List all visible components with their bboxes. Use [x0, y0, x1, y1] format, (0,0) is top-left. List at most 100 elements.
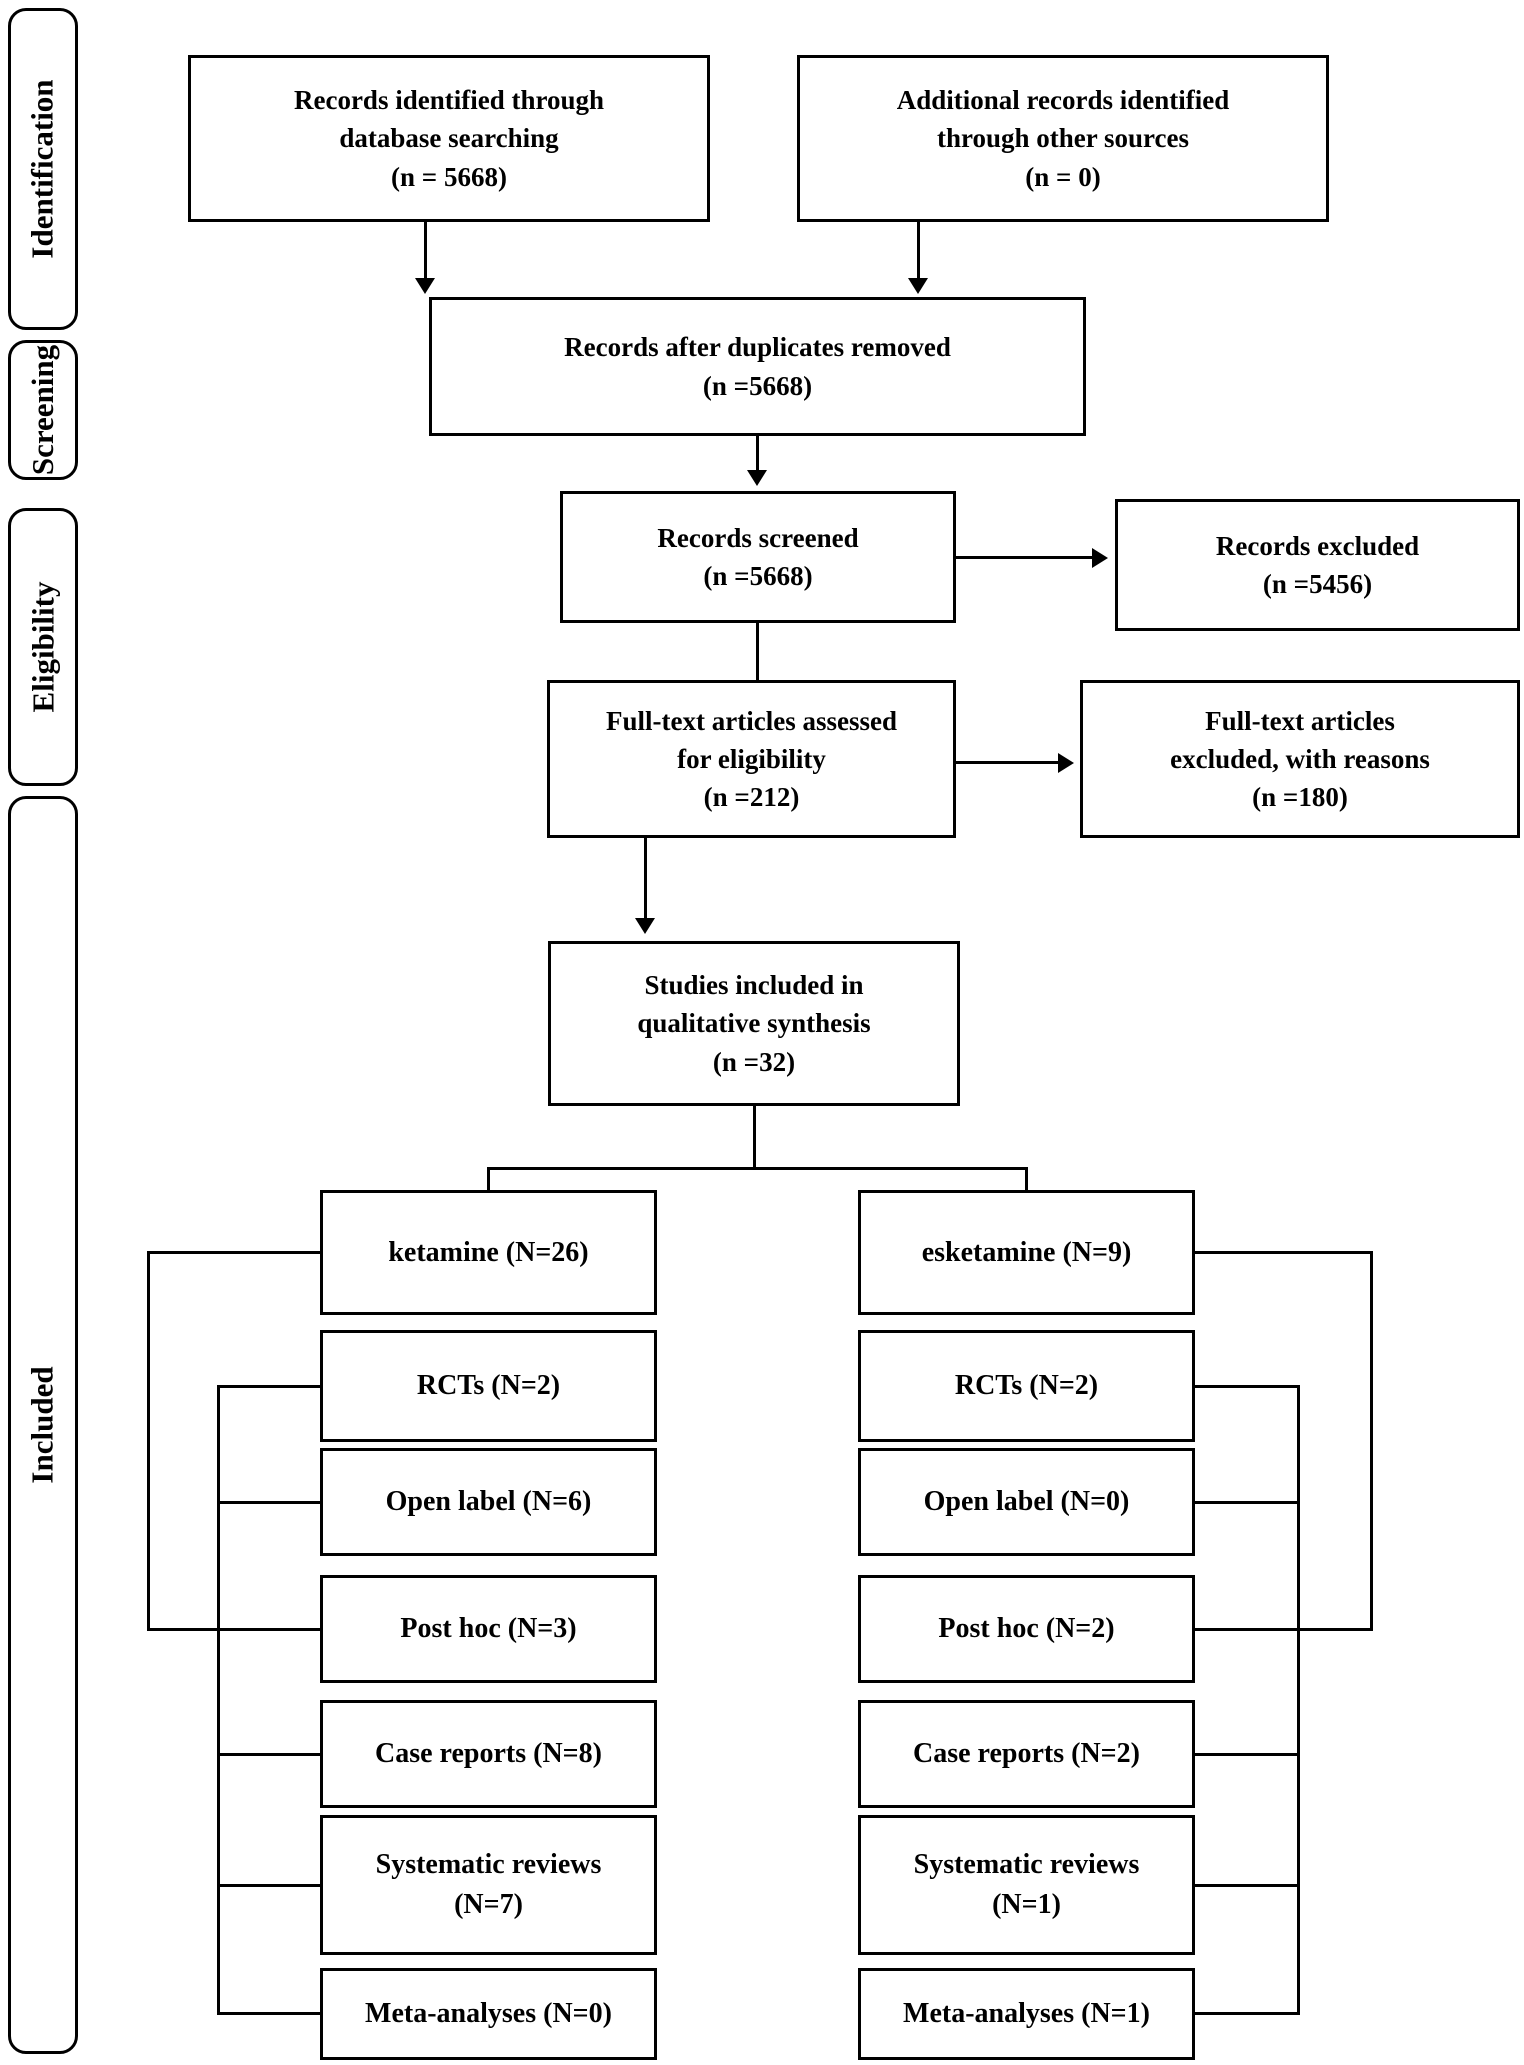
box-text-line: (n =5668): [703, 561, 813, 591]
box-esketamine-rcts: RCTs (N=2): [858, 1330, 1195, 1442]
arrowhead-fulltext-to-excluded: [1058, 753, 1074, 773]
box-text-line: Full-text articles: [1205, 705, 1395, 736]
box-text-line: Systematic reviews: [375, 1849, 602, 1881]
connector-right-inner-rcts: [1195, 1385, 1300, 1388]
box-text-line: (n =32): [712, 1046, 796, 1077]
connector-studies-split-stem: [753, 1106, 756, 1170]
box-text-line: Post hoc (N=3): [400, 1613, 577, 1645]
connector-right-outer-bottom: [1195, 1628, 1373, 1631]
box-text-line: (n = 5668): [391, 161, 507, 192]
box-records-screened: Records screened (n =5668): [560, 491, 956, 623]
box-text-line: Records excluded: [1215, 530, 1420, 561]
box-ketamine-open-label: Open label (N=6): [320, 1448, 657, 1556]
connector-fulltext-to-excluded: [956, 761, 1060, 764]
connector-fulltext-to-studies: [644, 838, 647, 920]
connector-right-inner-vertical: [1297, 1385, 1300, 2015]
connector-right-inner-systematic: [1195, 1884, 1300, 1887]
box-text-line: Full-text articles assessed: [606, 705, 897, 736]
connector-studies-split-bar: [487, 1167, 1028, 1170]
box-text-line: RCTs (N=2): [954, 1370, 1099, 1402]
box-fulltext-excluded: Full-text articles excluded, with reason…: [1080, 680, 1520, 838]
connector-right-inner-meta: [1195, 2012, 1300, 2015]
box-ketamine-rcts: RCTs (N=2): [320, 1330, 657, 1442]
box-studies-included: Studies included in qualitative synthesi…: [548, 941, 960, 1106]
box-duplicates-removed: Records after duplicates removed (n =566…: [429, 297, 1086, 436]
stage-label-identification: Identification: [25, 79, 60, 259]
arrowhead-screened-to-excluded: [1092, 548, 1108, 568]
connector-right-inner-case-reports: [1195, 1753, 1300, 1756]
stage-label-screening: Screening: [25, 344, 60, 476]
connector-left-inner-meta: [217, 2012, 320, 2015]
connector-left-inner-vertical: [217, 1385, 220, 2015]
connector-screened-to-fulltext: [756, 623, 759, 680]
box-text-line: Meta-analyses (N=0): [365, 1998, 612, 2030]
connector-identified-to-duplicates: [424, 222, 427, 280]
connector-left-inner-open-label: [217, 1501, 320, 1504]
box-text-line: Systematic reviews: [913, 1849, 1140, 1881]
arrowhead-identified-to-duplicates: [415, 278, 435, 294]
connector-right-inner-open-label: [1195, 1501, 1300, 1504]
box-text-line: Open label (N=0): [923, 1486, 1130, 1518]
box-text-line: (N=1): [992, 1889, 1061, 1920]
box-text-line: Case reports (N=8): [375, 1738, 602, 1770]
box-text-line: through other sources: [936, 123, 1190, 154]
box-text-line: RCTs (N=2): [416, 1370, 561, 1402]
box-text-line: (n =212): [703, 782, 800, 813]
stage-pill-included: Included: [8, 796, 78, 2054]
stage-pill-screening: Screening: [8, 340, 78, 480]
box-ketamine-post-hoc: Post hoc (N=3): [320, 1575, 657, 1683]
connector-screened-to-excluded: [956, 556, 1094, 559]
connector-left-inner-systematic: [217, 1884, 320, 1887]
box-text-line: Meta-analyses (N=1): [903, 1998, 1150, 2030]
box-text-line: Additional records identified: [896, 85, 1230, 115]
box-esketamine-meta-analyses: Meta-analyses (N=1): [858, 1968, 1195, 2060]
connector-duplicates-to-screened: [756, 436, 759, 472]
box-text-line: Case reports (N=2): [913, 1738, 1140, 1770]
arrowhead-additional-to-duplicates: [908, 278, 928, 294]
box-text-line: Post hoc (N=2): [938, 1613, 1115, 1645]
box-fulltext-assessed: Full-text articles assessed for eligibil…: [547, 680, 956, 838]
box-text-line: (n =180): [1252, 782, 1348, 813]
stage-pill-identification: Identification: [8, 8, 78, 330]
box-esketamine-header: esketamine (N=9): [858, 1190, 1195, 1315]
connector-left-inner-case-reports: [217, 1753, 320, 1756]
box-text-line: (N=7): [454, 1889, 523, 1920]
connector-left-outer-top: [147, 1251, 320, 1254]
connector-left-outer-bottom: [147, 1628, 320, 1631]
arrowhead-fulltext-to-studies: [635, 918, 655, 934]
box-esketamine-open-label: Open label (N=0): [858, 1448, 1195, 1556]
box-text-line: for eligibility: [677, 743, 826, 774]
box-text-line: (n = 0): [1025, 161, 1101, 192]
connector-additional-to-duplicates: [917, 222, 920, 280]
connector-split-to-esketamine: [1025, 1167, 1028, 1193]
box-text-line: database searching: [339, 123, 559, 154]
stage-label-eligibility: Eligibility: [25, 581, 61, 713]
box-records-identified: Records identified through database sear…: [188, 55, 710, 222]
connector-left-outer-vertical: [147, 1251, 150, 1631]
connector-left-inner-rcts: [217, 1385, 320, 1388]
box-records-excluded: Records excluded (n =5456): [1115, 499, 1520, 631]
box-text-line: (n =5668): [702, 370, 813, 401]
box-text-line: (n =5456): [1262, 569, 1373, 599]
connector-right-outer-vertical: [1370, 1251, 1373, 1631]
box-esketamine-post-hoc: Post hoc (N=2): [858, 1575, 1195, 1683]
box-text-line: Studies included in: [644, 970, 864, 1000]
box-text-line: Records after duplicates removed: [564, 332, 951, 363]
box-text-line: Open label (N=6): [385, 1486, 592, 1518]
box-esketamine-systematic-reviews: Systematic reviews (N=1): [858, 1815, 1195, 1955]
connector-split-to-ketamine: [487, 1167, 490, 1193]
box-additional-records: Additional records identified through ot…: [797, 55, 1329, 222]
box-text-line: qualitative synthesis: [637, 1008, 871, 1039]
box-text-line: esketamine (N=9): [921, 1236, 1132, 1268]
box-ketamine-case-reports: Case reports (N=8): [320, 1700, 657, 1808]
arrowhead-duplicates-to-screened: [747, 470, 767, 486]
box-esketamine-case-reports: Case reports (N=2): [858, 1700, 1195, 1808]
stage-label-included: Included: [25, 1366, 61, 1484]
connector-right-outer-top: [1195, 1251, 1373, 1254]
box-text-line: Records screened: [657, 522, 859, 553]
box-ketamine-meta-analyses: Meta-analyses (N=0): [320, 1968, 657, 2060]
box-text-line: ketamine (N=26): [388, 1236, 589, 1268]
box-ketamine-header: ketamine (N=26): [320, 1190, 657, 1315]
stage-pill-eligibility: Eligibility: [8, 508, 78, 786]
